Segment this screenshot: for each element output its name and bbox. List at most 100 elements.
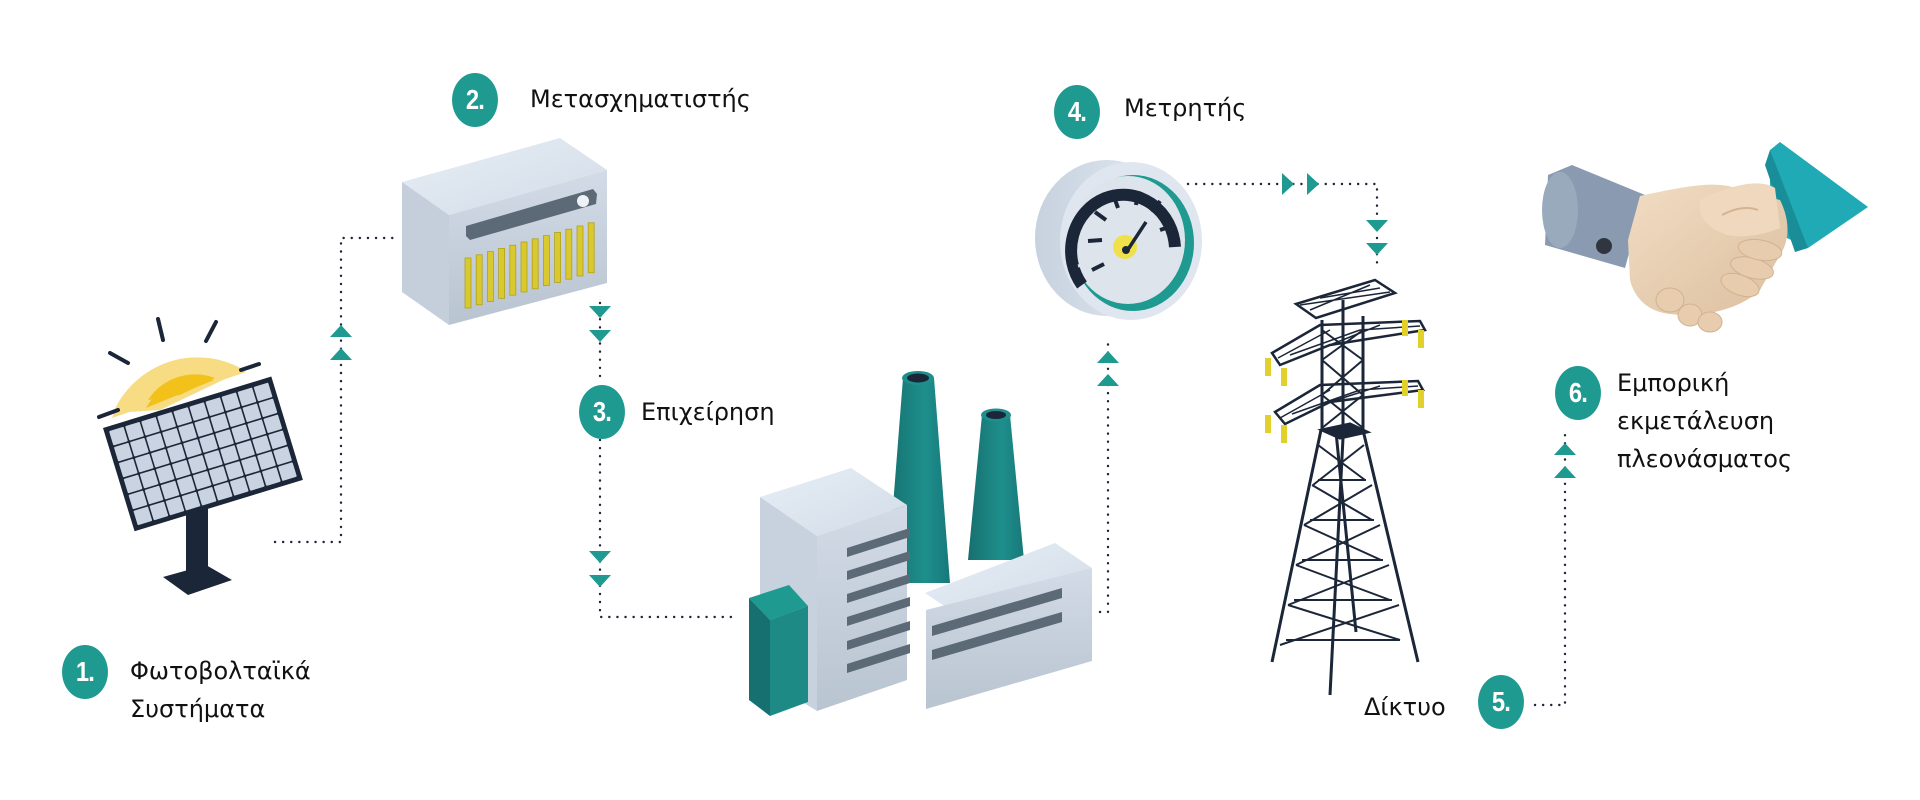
- arrow-up-icon: [1554, 466, 1576, 478]
- step-label-line: Μετασχηματιστής: [530, 85, 751, 113]
- panel-cell: [242, 403, 262, 422]
- panel-cell: [199, 434, 218, 453]
- panel-cell: [278, 462, 297, 481]
- step-label-line: Συστήματα: [130, 695, 266, 723]
- vent-slat: [486, 251, 494, 303]
- panel-cell: [139, 469, 159, 489]
- arrow-up-icon: [1097, 374, 1119, 386]
- panel-cell: [167, 444, 186, 463]
- power-tower-icon: [1265, 278, 1427, 696]
- panel-cell: [225, 461, 244, 480]
- panel-cell: [146, 433, 165, 452]
- panel-cell: [262, 467, 281, 486]
- inverter-icon: [402, 138, 607, 325]
- panel-cell: [273, 446, 292, 465]
- panel-cell: [109, 426, 128, 446]
- panel-cell: [123, 474, 143, 494]
- panel-cell: [247, 419, 266, 438]
- arrow-up-icon: [330, 348, 352, 360]
- panel-cell: [125, 422, 144, 441]
- panel-cell: [231, 424, 250, 443]
- panel-cell: [172, 460, 191, 479]
- panel-cell: [237, 387, 257, 407]
- panel-cell: [197, 487, 217, 506]
- panel-cell: [165, 496, 185, 516]
- step-label-meter: Μετρητής: [1124, 89, 1246, 127]
- panel-cell: [209, 466, 228, 485]
- solar-panel-icon: [97, 317, 303, 595]
- step-label-line: Επιχείρηση: [641, 398, 775, 426]
- panel-cell: [246, 472, 265, 491]
- step-label-line: Εμπορική: [1617, 369, 1730, 397]
- connector-business-to-meter: [1098, 336, 1110, 614]
- panel-cell: [160, 480, 180, 500]
- vent-slat: [475, 254, 483, 306]
- vent-slat: [576, 225, 584, 277]
- step-badge-5: 5.: [1478, 675, 1524, 729]
- panel-cell: [192, 471, 212, 490]
- vent-slat: [554, 231, 561, 283]
- vent-slat: [543, 235, 550, 287]
- arrow-down-icon: [589, 551, 611, 563]
- arrow-down-icon: [589, 575, 611, 587]
- arrow-down-icon: [589, 306, 611, 318]
- step-label-grid: Δίκτυο: [1364, 688, 1446, 726]
- step-label-surplus: Εμπορική εκμετάλευση πλεονάσματος: [1617, 364, 1792, 478]
- arrow-up-icon: [1097, 351, 1119, 363]
- panel-cell: [149, 501, 169, 521]
- arrow-up-icon: [330, 325, 352, 337]
- arrow-down-icon: [589, 330, 611, 342]
- vent-slat: [565, 228, 573, 280]
- step-badge-1: 1.: [62, 645, 108, 699]
- vent-slat: [520, 241, 528, 293]
- panel-cell: [183, 439, 202, 458]
- panel-cell: [162, 428, 181, 447]
- panel-cell: [241, 456, 260, 475]
- connector-inverter-to-business: [598, 301, 740, 619]
- vent-slat: [498, 247, 506, 299]
- step-label-line: εκμετάλευση: [1617, 407, 1775, 435]
- vent-slat: [509, 244, 517, 296]
- panel-cell: [230, 477, 249, 496]
- step-badge-2: 2.: [452, 73, 498, 127]
- panel-cell: [176, 476, 196, 495]
- panel-cell: [221, 392, 241, 411]
- connector-meter-to-grid: [1186, 182, 1379, 270]
- panel-cell: [181, 491, 201, 511]
- panel-cell: [141, 417, 160, 436]
- arrow-right-icon: [1282, 173, 1294, 195]
- panel-cell: [135, 453, 154, 473]
- panel-cell: [252, 435, 271, 454]
- panel-cell: [155, 464, 175, 484]
- panel-cell: [220, 445, 239, 464]
- vent-slat: [587, 222, 595, 274]
- panel-cell: [194, 418, 213, 437]
- factory-icon: [749, 371, 1092, 716]
- step-label-business: Επιχείρηση: [641, 393, 775, 431]
- panel-cell: [151, 449, 170, 468]
- panel-cell: [215, 429, 234, 448]
- panel-cell: [173, 407, 192, 426]
- panel-cell: [226, 408, 246, 427]
- step-label-line: Φωτοβολταϊκά: [130, 657, 311, 685]
- vent-slat: [464, 257, 472, 309]
- step-label-inverter: Μετασχηματιστής: [530, 80, 751, 118]
- panel-cell: [258, 398, 278, 418]
- panel-cell: [130, 438, 149, 457]
- panel-cell: [204, 450, 223, 469]
- panel-cell: [263, 414, 283, 434]
- arrow-down-icon: [1366, 220, 1388, 232]
- step-badge-6: 6.: [1555, 366, 1601, 420]
- step-badge-3: 3.: [579, 385, 625, 439]
- panel-cell: [133, 506, 153, 526]
- step-label-solar: Φωτοβολταϊκά Συστήματα: [130, 652, 311, 728]
- vent-slat: [531, 238, 539, 290]
- step-label-line: Μετρητής: [1124, 94, 1247, 122]
- panel-cell: [257, 451, 276, 470]
- panel-cell: [157, 412, 176, 431]
- handshake-icon: [1542, 142, 1868, 333]
- connector-solar-to-inverter: [273, 236, 398, 544]
- panel-cell: [189, 402, 209, 421]
- meter-icon: [1035, 160, 1202, 320]
